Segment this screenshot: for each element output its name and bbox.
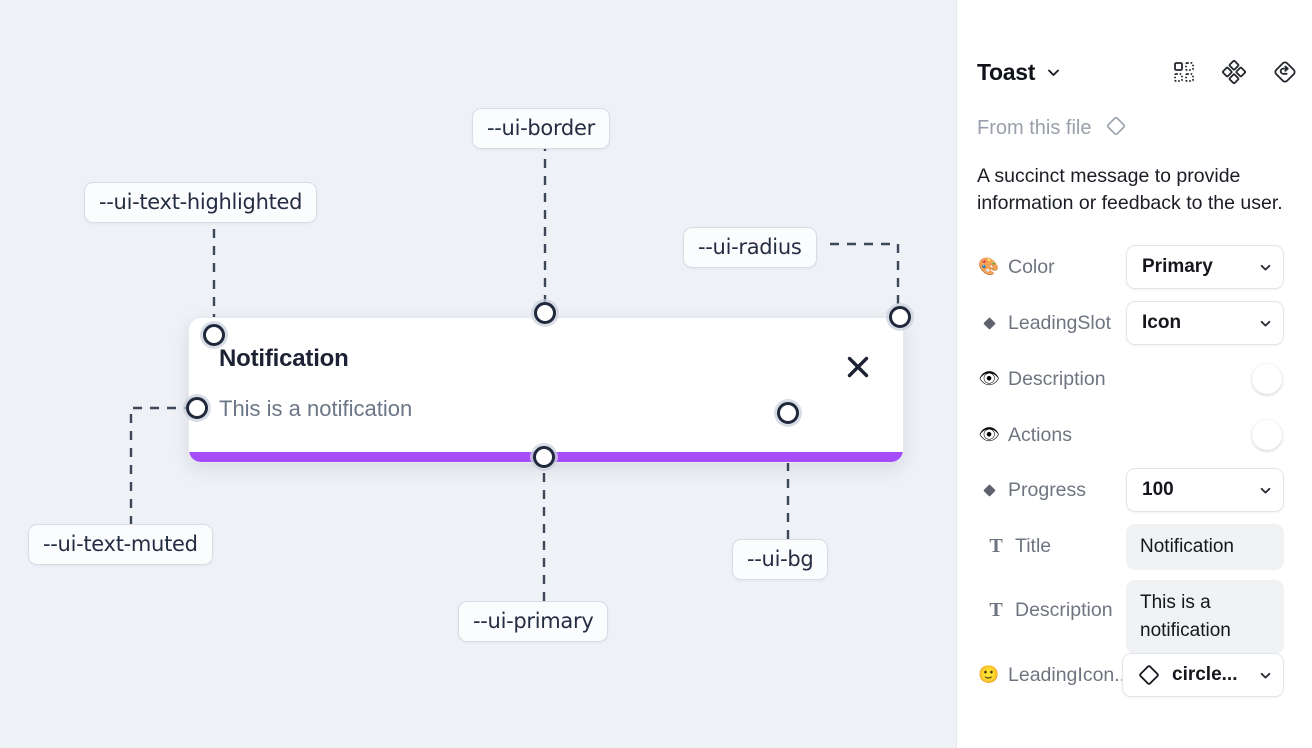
eye-icon: 👁 (978, 369, 1000, 388)
component-title: Toast (977, 58, 1036, 85)
token-node-ui-border[interactable] (534, 302, 556, 324)
property-row-leadingicon: 🙂 LeadingIcon... circle... (977, 653, 1298, 697)
select-leadingicon[interactable]: circle... (1122, 653, 1284, 697)
property-label-description-text: Description (1015, 598, 1113, 621)
token-chip-ui-bg[interactable]: --ui-bg (732, 539, 829, 580)
select-color-value: Primary (1142, 256, 1213, 277)
from-this-file-label: From this file (977, 117, 1092, 139)
toggle-knob (1252, 364, 1282, 394)
text-input-title[interactable]: Notification (1126, 524, 1284, 570)
toggle-knob (1252, 420, 1282, 450)
property-label-description-toggle: Description (1008, 367, 1106, 390)
component-description: A succinct message to provide informatio… (977, 165, 1283, 214)
token-chip-ui-border[interactable]: --ui-border (472, 108, 610, 149)
select-color[interactable]: Primary (1126, 245, 1284, 289)
token-chip-ui-text-highlighted[interactable]: --ui-text-highlighted (84, 182, 318, 223)
from-this-file-row: From this file (977, 113, 1129, 144)
property-label-progress: Progress (1008, 478, 1087, 501)
property-row-title: T Title Notification (977, 524, 1298, 570)
select-leadingicon-value: circle... (1172, 664, 1238, 685)
chevron-down-icon (1258, 668, 1273, 683)
sidebar-header: Toast (977, 52, 1298, 92)
toast-title: Notification (219, 345, 349, 372)
token-chip-ui-primary[interactable]: --ui-primary (458, 601, 609, 642)
token-chip-ui-radius[interactable]: --ui-radius (683, 227, 817, 268)
select-progress-value: 100 (1142, 479, 1174, 500)
property-label-leadingicon: LeadingIcon... (1008, 663, 1131, 686)
text-input-description[interactable]: This is a notification (1126, 580, 1284, 654)
select-leadingslot[interactable]: Icon (1126, 301, 1284, 345)
text-type-icon: T (989, 534, 1003, 557)
smiley-icon: 🙂 (978, 665, 1000, 684)
text-input-title-value: Notification (1140, 536, 1234, 557)
property-label-actions: Actions (1008, 423, 1072, 446)
text-type-icon: T (989, 598, 1003, 621)
properties-sidebar: Toast (956, 0, 1312, 748)
property-row-description-toggle: 👁 Description (977, 357, 1298, 401)
token-chip-ui-text-muted[interactable]: --ui-text-muted (28, 524, 213, 565)
token-node-ui-primary[interactable] (533, 446, 555, 468)
component-diamond-outline-icon (1135, 661, 1163, 689)
select-progress[interactable]: 100 (1126, 468, 1284, 512)
token-node-ui-radius[interactable] (889, 306, 911, 328)
toast-component-preview[interactable]: Notification This is a notification (188, 317, 904, 463)
chevron-down-icon (1258, 260, 1273, 275)
select-leadingslot-value: Icon (1142, 312, 1182, 333)
reset-instance-icon[interactable] (1272, 59, 1298, 85)
component-diamond-icon[interactable] (1222, 60, 1246, 84)
chevron-down-icon (1258, 316, 1273, 331)
text-input-description-value: This is a notification (1140, 592, 1231, 641)
token-node-ui-text-highlighted[interactable] (203, 324, 225, 346)
property-row-color: 🎨 Color Primary (977, 245, 1298, 289)
token-node-ui-text-muted[interactable] (186, 397, 208, 419)
chevron-down-icon (1258, 483, 1273, 498)
design-canvas[interactable]: Notification This is a notification --ui… (0, 0, 956, 748)
close-icon[interactable] (845, 354, 871, 380)
palette-icon: 🎨 (978, 257, 1000, 276)
property-row-leadingslot: LeadingSlot Icon (977, 301, 1298, 345)
variants-grid-icon[interactable] (1172, 60, 1196, 84)
eye-icon: 👁 (978, 425, 1000, 444)
component-diamond-outline-icon[interactable] (1103, 113, 1129, 144)
property-label-leadingslot: LeadingSlot (1008, 311, 1112, 334)
token-node-ui-bg[interactable] (777, 402, 799, 424)
property-row-actions-toggle: 👁 Actions (977, 413, 1298, 457)
property-label-color: Color (1008, 255, 1055, 278)
chevron-down-icon[interactable] (1045, 64, 1062, 81)
property-label-title: Title (1015, 534, 1052, 557)
diamond-filled-icon (977, 315, 1001, 332)
diamond-filled-icon (977, 482, 1001, 499)
property-row-description-text: T Description This is a notification (977, 580, 1298, 654)
toast-description: This is a notification (219, 396, 413, 421)
property-row-progress: Progress 100 (977, 468, 1298, 512)
